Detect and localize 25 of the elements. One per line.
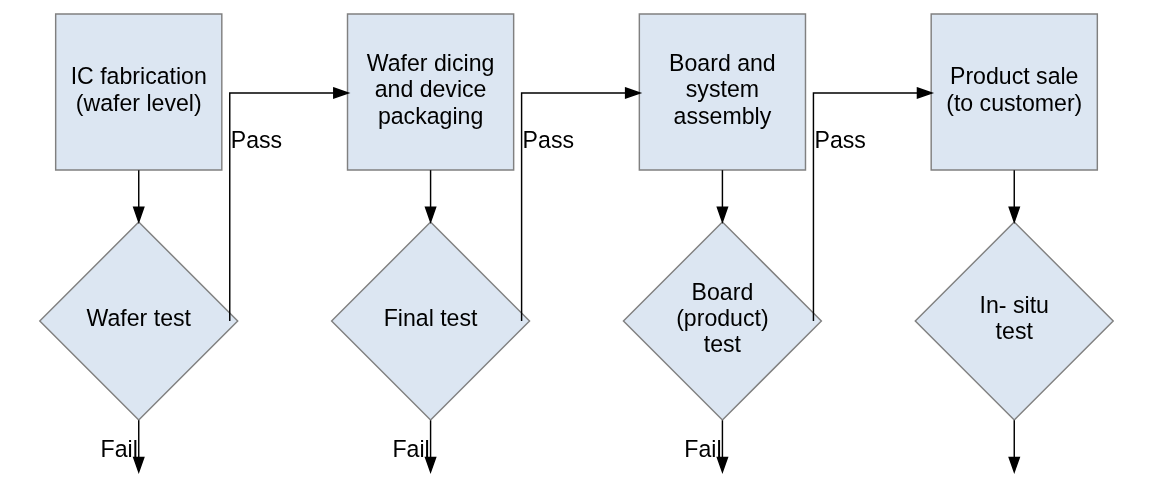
node-diamond: Board (product) test <box>622 221 823 421</box>
edge-label: Pass <box>814 126 866 153</box>
node-box: Product sale (to customer) <box>930 13 1099 171</box>
node-diamond: In- situ test <box>914 221 1115 421</box>
node-box: Wafer dicing and device packaging <box>346 13 515 171</box>
arrow <box>132 169 145 224</box>
arrow <box>716 419 729 475</box>
arrow <box>424 419 437 475</box>
arrow <box>132 419 145 475</box>
node-box: IC fabrication (wafer level) <box>54 13 223 171</box>
edge-label: Fail <box>392 436 430 463</box>
arrow <box>1008 419 1021 475</box>
arrow <box>424 169 437 224</box>
node-diamond: Wafer test <box>38 221 239 421</box>
arrow <box>1008 169 1021 224</box>
edge-label: Pass <box>230 126 283 153</box>
edge-label: Fail <box>100 436 138 463</box>
node-box: Board and system assembly <box>638 13 807 171</box>
edge-label: Fail <box>684 436 722 463</box>
arrow <box>229 86 351 322</box>
arrow <box>520 86 643 322</box>
arrow <box>716 169 729 224</box>
node-diamond: Final test <box>330 221 531 421</box>
edge-label: Pass <box>522 126 575 153</box>
arrow <box>812 86 935 322</box>
